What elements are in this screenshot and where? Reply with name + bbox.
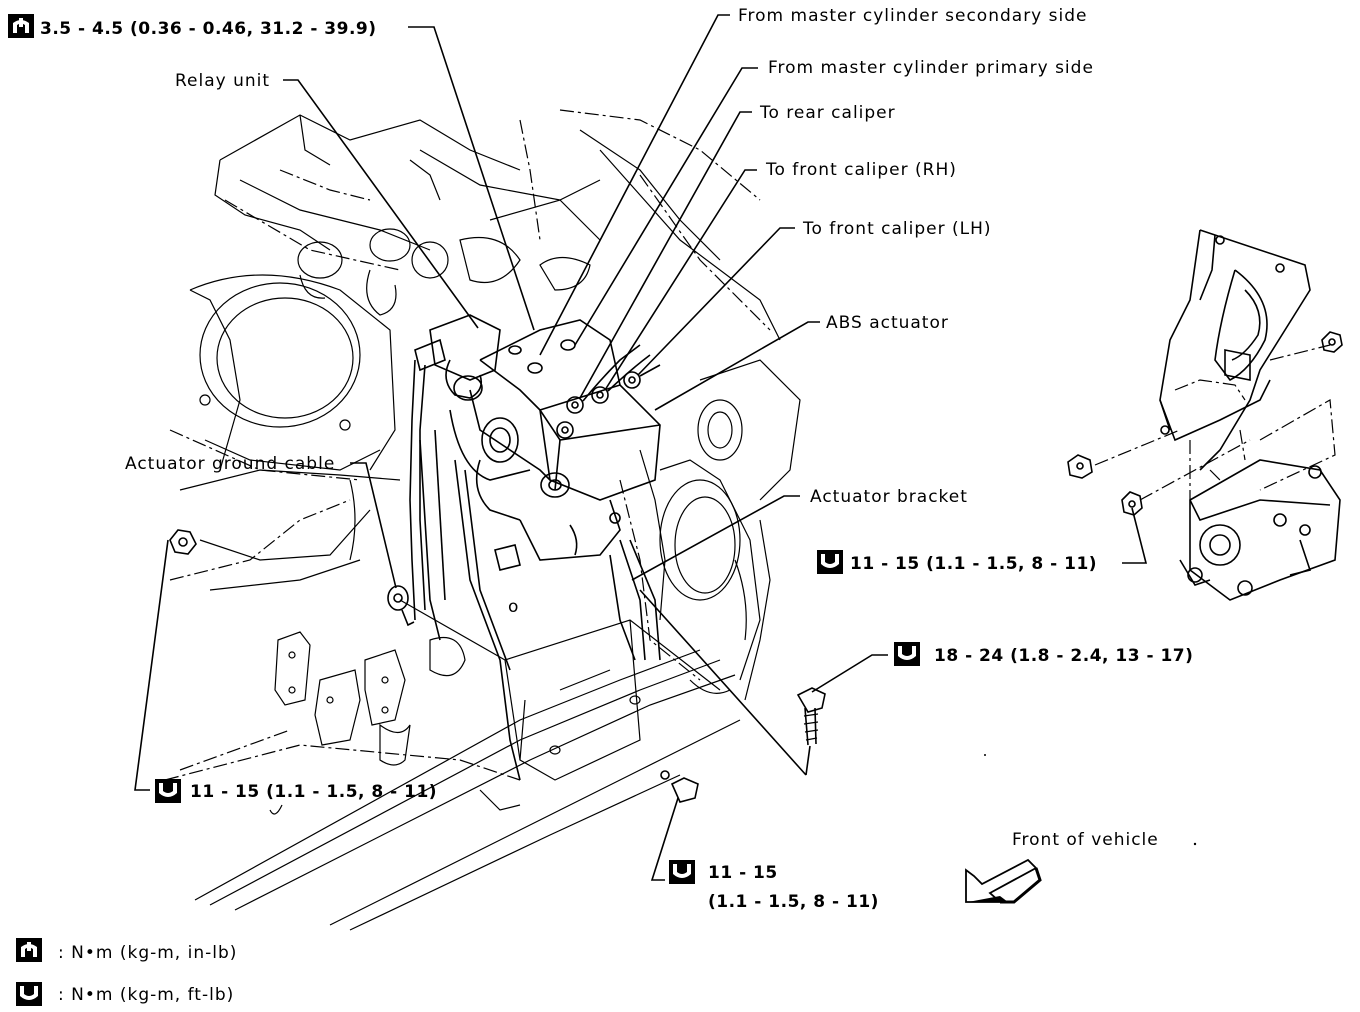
inset-nut-bottom [1121,491,1143,516]
ground-terminal [387,585,415,627]
torque-wrench-ftlb-icon [894,642,920,666]
engine-body-lineart [164,109,801,931]
torque-wrench-ftlb-icon [669,860,695,884]
bracket-inset [1067,229,1343,601]
mark-o: o [508,597,519,617]
right-bracket-torque-spec: 11 - 15 (1.1 - 1.5, 8 - 11) [850,554,1097,574]
front-arrow-icon [965,858,1042,904]
left-bottom-torque-spec: 11 - 15 (1.1 - 1.5, 8 - 11) [190,782,437,802]
bracket-bolt-right [796,687,826,746]
label-front-of-vehicle: Front of vehicle [1012,830,1159,850]
right-bolt-torque-spec: 18 - 24 (1.8 - 2.4, 13 - 17) [934,646,1193,666]
label-ground-cable: Actuator ground cable [125,454,335,474]
legend-inlb: : N•m (kg-m, in-lb) [58,943,237,963]
inset-nut-left [1067,454,1093,479]
label-abs-actuator: ABS actuator [826,313,949,333]
center-bottom-torque-spec-1: 11 - 15 [708,863,778,883]
top-torque-spec: 3.5 - 4.5 (0.36 - 0.46, 31.2 - 39.9) [40,19,377,39]
ground-cable-nut [169,529,197,555]
torque-wrench-inlb-icon [8,14,34,38]
leader-lines [134,14,1148,881]
torque-wrench-ftlb-icon [16,982,42,1006]
torque-wrench-ftlb-icon [155,779,181,803]
torque-wrench-inlb-icon [16,938,42,962]
label-rear-caliper: To rear caliper [759,103,896,123]
label-front-caliper-rh: To front caliper (RH) [765,160,957,180]
label-front-caliper-lh: To front caliper (LH) [802,219,992,239]
inset-nut-top [1321,331,1343,353]
torque-wrench-ftlb-icon [817,550,843,574]
bracket-bolt-center [660,770,699,803]
legend-ftlb: : N•m (kg-m, ft-lb) [58,985,234,1005]
label-master-primary: From master cylinder primary side [768,58,1094,78]
center-bottom-torque-spec-2: (1.1 - 1.5, 8 - 11) [708,892,879,912]
label-actuator-bracket: Actuator bracket [810,487,968,507]
label-relay-unit: Relay unit [175,71,270,91]
label-master-secondary: From master cylinder secondary side [738,6,1087,26]
abs-actuator-body [409,314,661,781]
